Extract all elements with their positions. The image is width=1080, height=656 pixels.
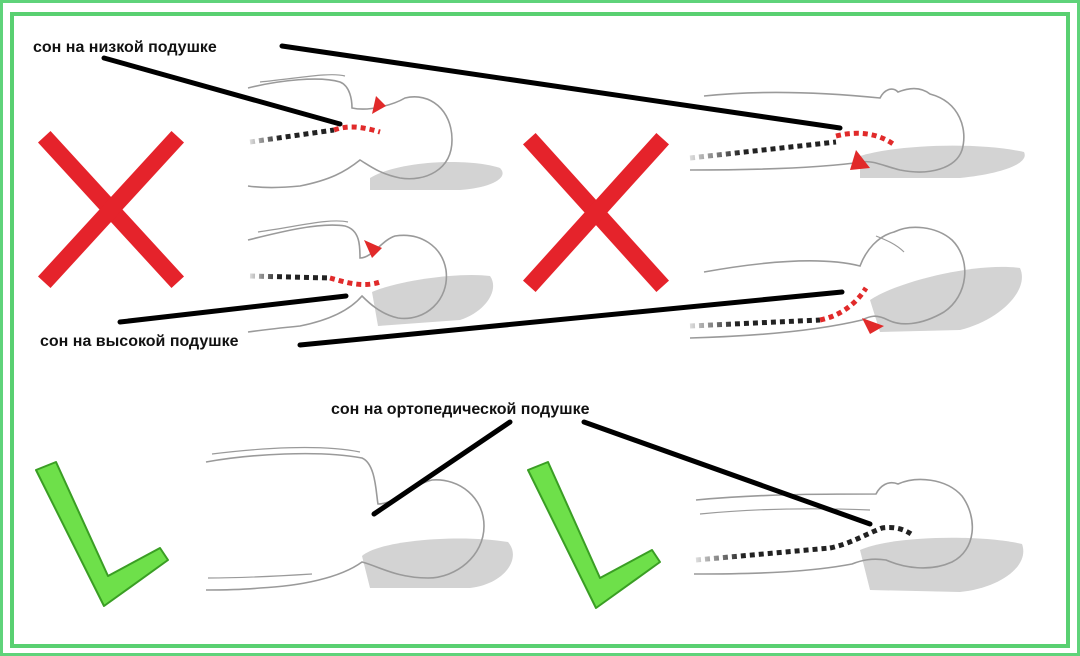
green-check-icon-1: [35, 461, 169, 607]
figure-side-low-pillow: [247, 74, 503, 190]
red-cross-icon-1: [37, 130, 185, 289]
pillow: [870, 266, 1022, 332]
leader-low-1: [101, 55, 343, 127]
leader-lines: [101, 43, 873, 527]
arrow-marker: [862, 318, 884, 334]
green-check-icon-2: [527, 461, 661, 609]
figure-back-ortho-pillow: [693, 478, 1024, 592]
label-high-pillow: сон на высокой подушке: [40, 333, 239, 350]
pillow: [860, 145, 1025, 178]
leader-high-2: [297, 289, 845, 348]
leader-ortho-1: [371, 419, 513, 517]
figure-side-high-pillow: [247, 220, 494, 333]
label-low-pillow: сон на низкой подушке: [33, 39, 217, 56]
figure-back-low-pillow: [689, 87, 1025, 178]
figure-side-ortho-pillow: [205, 446, 513, 591]
label-ortho-pillow: сон на ортопедической подушке: [331, 401, 590, 418]
leader-high-1: [117, 293, 349, 325]
pillow: [362, 538, 513, 588]
pillow: [370, 162, 503, 190]
leader-ortho-2: [581, 419, 873, 527]
leader-low-2: [279, 43, 843, 131]
arrow-marker: [372, 96, 386, 114]
arrow-marker: [364, 240, 382, 258]
red-cross-icon-2: [522, 132, 670, 293]
pillow: [372, 274, 494, 326]
arrow-marker: [850, 150, 870, 170]
figure-back-high-pillow: [689, 226, 1022, 339]
